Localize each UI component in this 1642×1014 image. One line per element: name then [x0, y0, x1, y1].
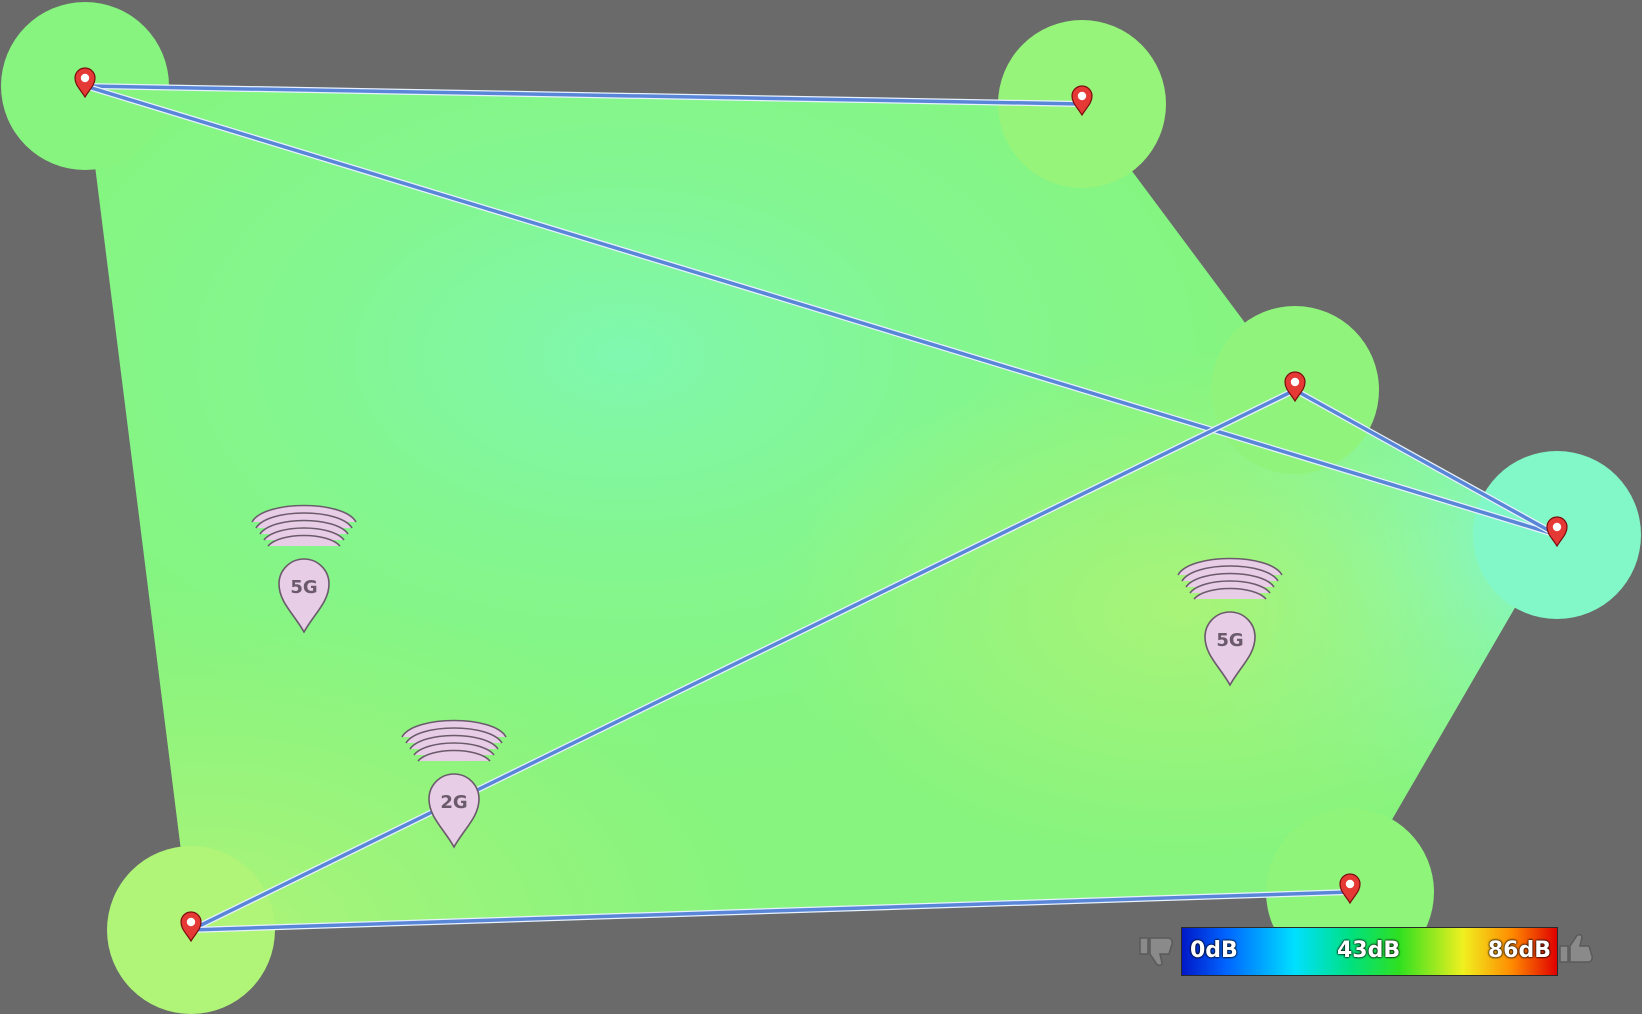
link-line[interactable]: [190, 890, 1351, 932]
access-point-band-label: 5G: [1216, 630, 1243, 651]
thumbs-up-icon: [1559, 934, 1593, 963]
signal-strength-legend: 0dB 43dB 86dB: [1181, 927, 1558, 976]
thumbs-down-icon: [1139, 937, 1173, 966]
access-point-band-label: 2G: [440, 792, 467, 813]
legend-max-label: 86dB: [1487, 938, 1551, 963]
link-line[interactable]: [84, 84, 1558, 537]
access-point-5g-icon[interactable]: 5G: [251, 504, 357, 633]
legend-mid-label: 43dB: [1337, 938, 1401, 963]
link-line[interactable]: [190, 388, 1296, 932]
access-point-5g-icon[interactable]: 5G: [1177, 557, 1283, 686]
link-line[interactable]: [84, 84, 1083, 106]
access-point-band-label: 5G: [290, 577, 317, 598]
link-lines: [84, 83, 1559, 933]
access-point-2g-icon[interactable]: 2G: [401, 719, 507, 848]
link-line[interactable]: [1294, 388, 1558, 537]
legend-min-label: 0dB: [1190, 938, 1238, 963]
